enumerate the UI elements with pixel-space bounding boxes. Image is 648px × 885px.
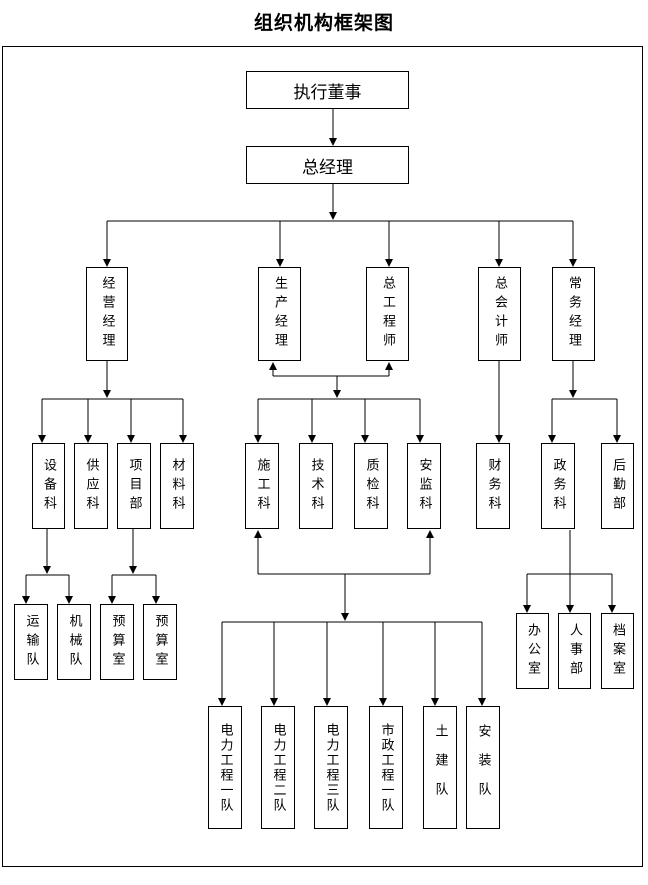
ops-manager-node: 经营经理 xyxy=(86,267,128,361)
power-team-2-node: 电力工程二队 xyxy=(261,706,295,829)
chief-accountant-node: 总会计师 xyxy=(478,267,521,361)
general-office-node: 办公室 xyxy=(516,613,549,689)
budget-office-2-node: 预算室 xyxy=(143,604,177,680)
transport-team-node: 运输队 xyxy=(14,604,48,680)
diagram-frame xyxy=(2,46,643,867)
project-dept-node: 项目部 xyxy=(117,443,151,529)
safety-dept-node: 安监科 xyxy=(407,443,441,529)
archive-room-node: 档案室 xyxy=(601,613,634,689)
supply-dept-node: 供应科 xyxy=(74,443,108,529)
hr-dept-node: 人事部 xyxy=(558,613,591,689)
construction-dept-node: 施工科 xyxy=(245,443,279,529)
logistics-dept-node: 后勤部 xyxy=(601,443,634,529)
finance-dept-node: 财务科 xyxy=(476,443,510,529)
qc-dept-node: 质检科 xyxy=(354,443,388,529)
prod-manager-node: 生产经理 xyxy=(258,267,301,361)
install-team-node: 安装队 xyxy=(466,706,500,829)
admin-manager-node: 常务经理 xyxy=(552,267,595,361)
page-title: 组织机构框架图 xyxy=(253,12,394,34)
materials-dept-node: 材料科 xyxy=(160,443,194,529)
gm-node: 总经理 xyxy=(246,146,409,184)
power-team-3-node: 电力工程三队 xyxy=(314,706,348,829)
civil-team-node: 土建队 xyxy=(423,706,457,829)
politics-dept-node: 政务科 xyxy=(541,443,575,529)
tech-dept-node: 技术科 xyxy=(299,443,333,529)
power-team-1-node: 电力工程一队 xyxy=(208,706,242,829)
chief-engineer-node: 总工程师 xyxy=(366,267,409,361)
equipment-dept-node: 设备科 xyxy=(32,443,65,529)
budget-office-1-node: 预算室 xyxy=(100,604,134,680)
board-node: 执行董事 xyxy=(246,71,409,109)
machinery-team-node: 机械队 xyxy=(57,604,91,680)
municipal-team-1-node: 市政工程一队 xyxy=(369,706,403,829)
